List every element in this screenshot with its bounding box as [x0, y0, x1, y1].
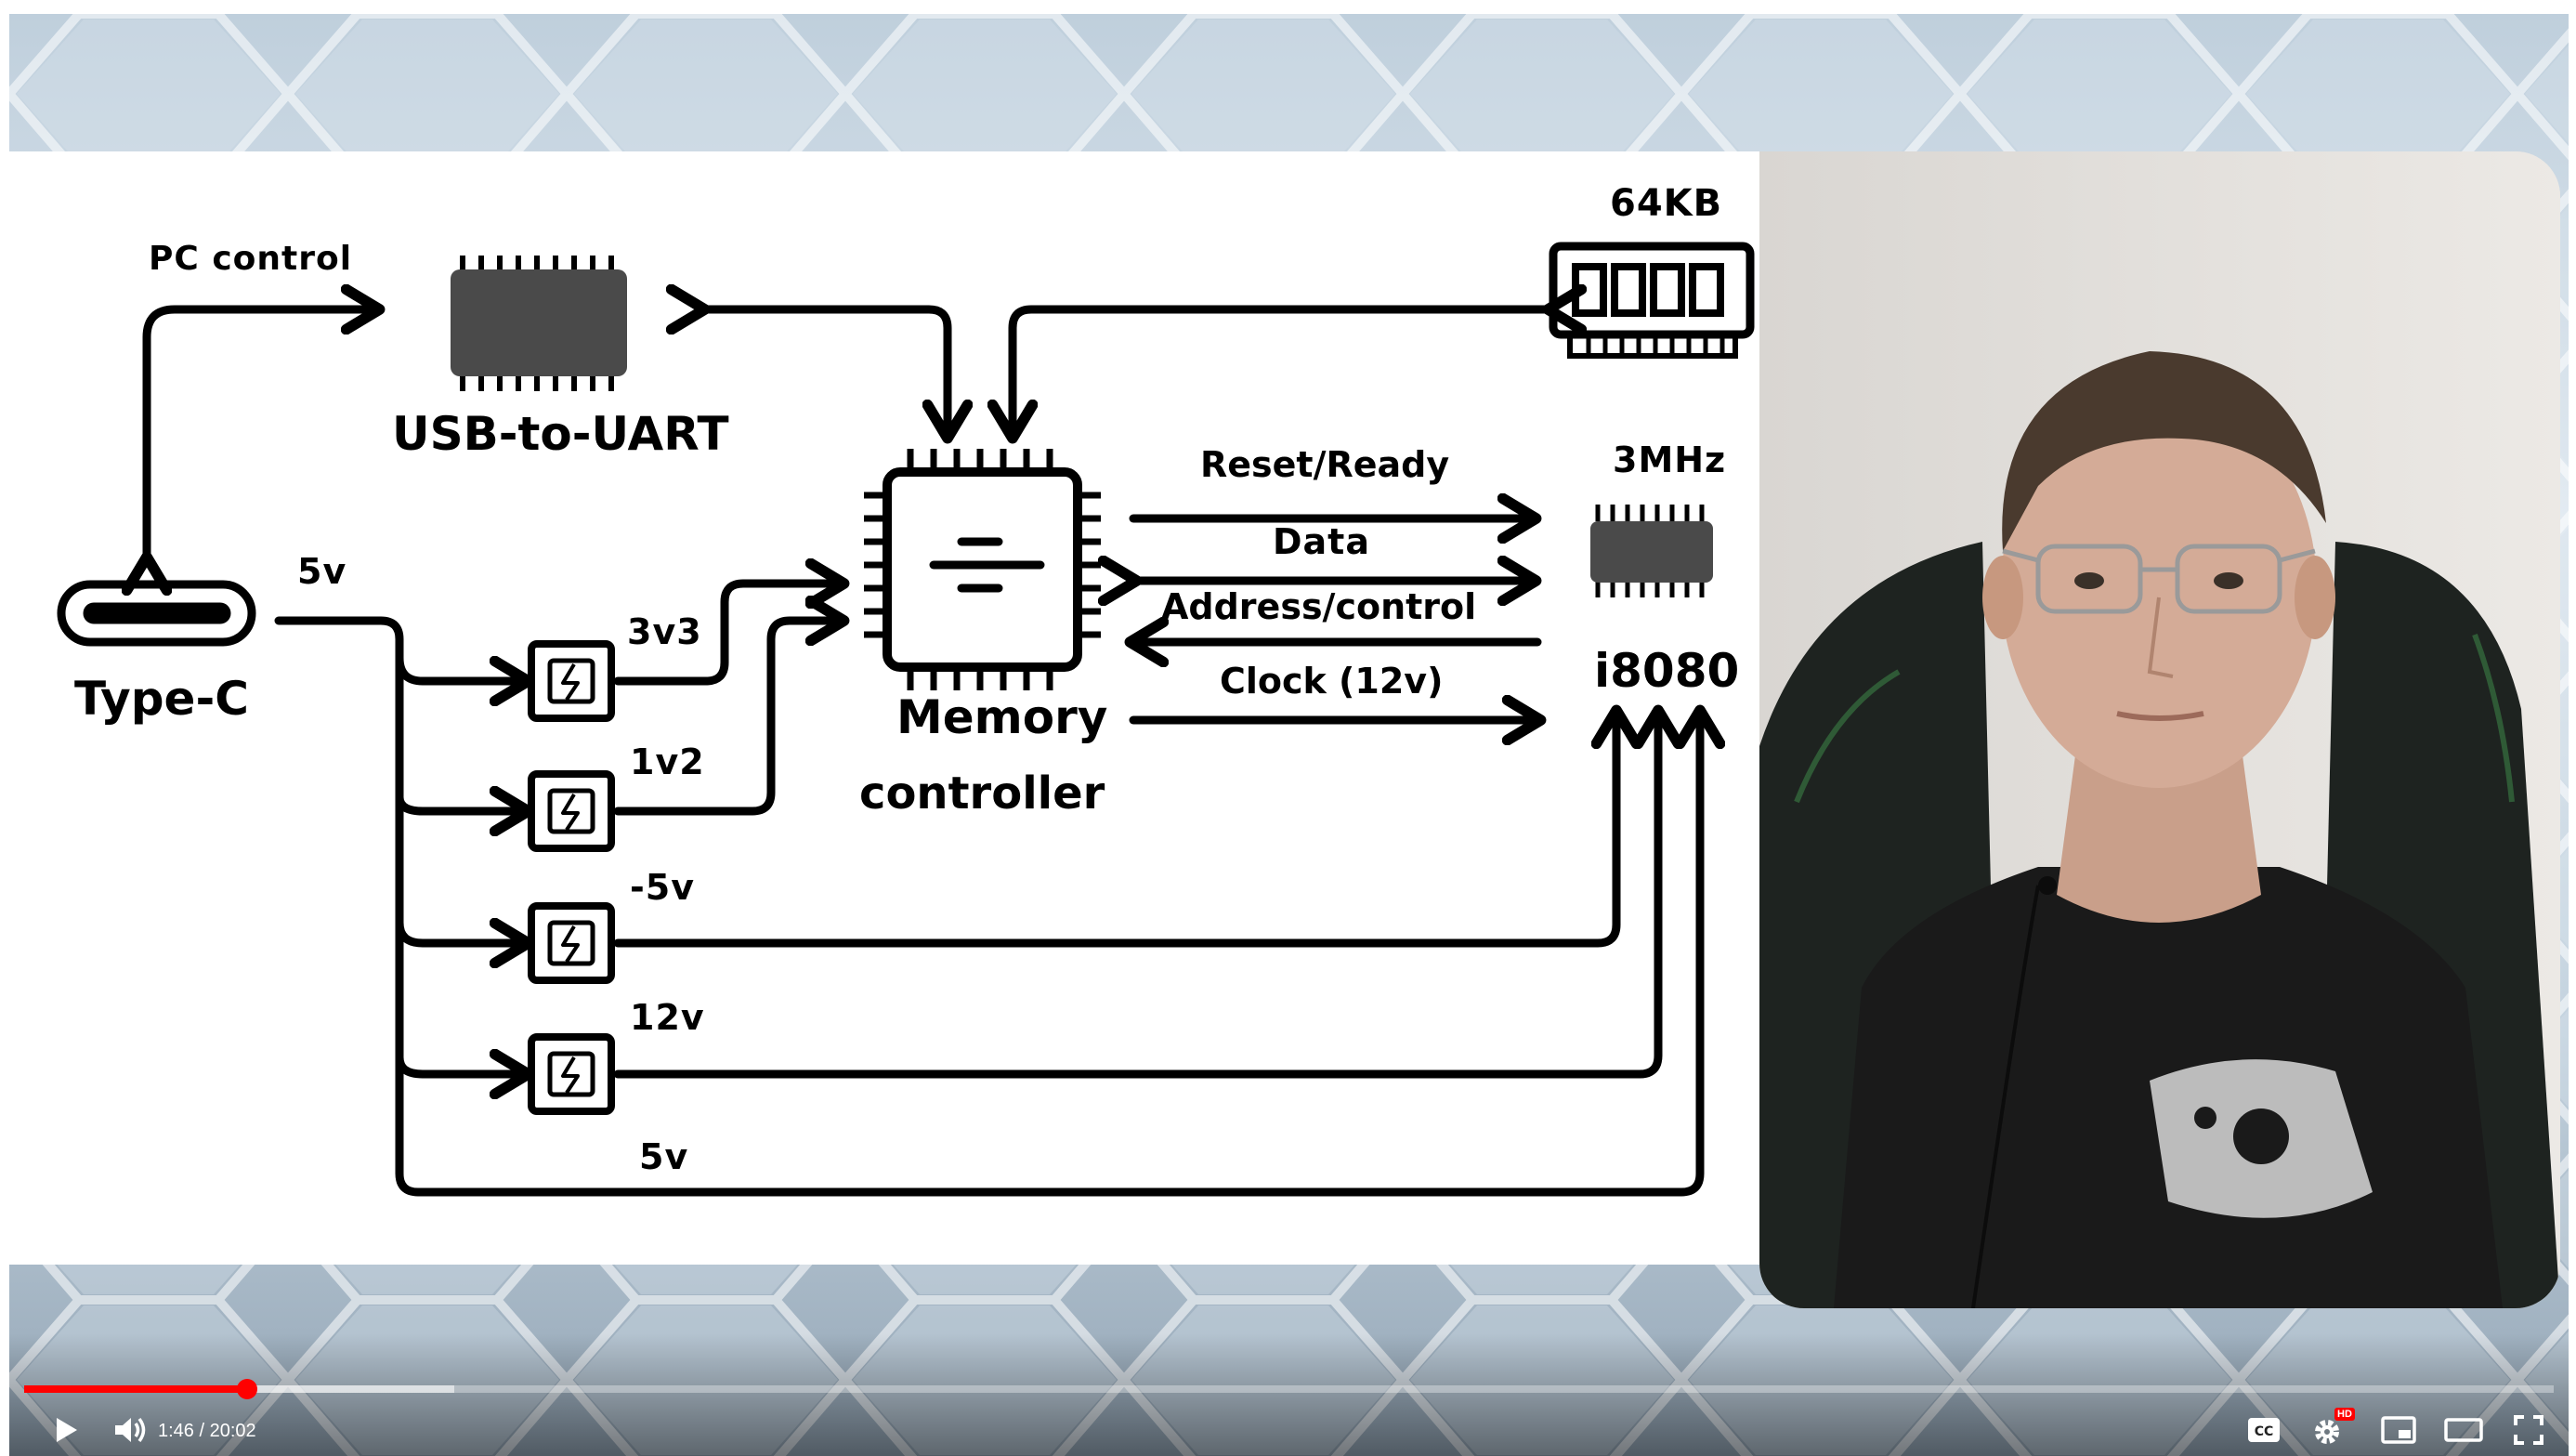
label-usb-uart: USB-to-UART [392, 407, 729, 461]
player-controls: 1:46 / 20:02 CC HD [9, 1333, 2569, 1456]
regulator-icon [528, 770, 615, 852]
settings-button[interactable]: HD [2299, 1406, 2359, 1454]
video-player[interactable]: PC control USB-to-UART Type-C 5v 3v3 1v2… [9, 14, 2569, 1456]
scrubber-handle[interactable] [236, 1379, 257, 1399]
theater-mode-button[interactable] [2434, 1406, 2493, 1454]
time-display: 1:46 / 20:02 [158, 1417, 256, 1445]
label-pc-control: PC control [149, 240, 353, 278]
label-cpu-speed: 3MHz [1613, 439, 1727, 480]
captions-icon: CC [2248, 1418, 2280, 1442]
label-memory-controller-line1: Memory [896, 690, 1108, 744]
miniplayer-button[interactable] [2369, 1406, 2428, 1454]
label-3v3: 3v3 [627, 611, 702, 652]
ram-module [1549, 242, 1755, 359]
fullscreen-button[interactable] [2499, 1406, 2558, 1454]
label-1v2: 1v2 [630, 741, 705, 782]
diagram-board: PC control USB-to-UART Type-C 5v 3v3 1v2… [9, 151, 1759, 1265]
label-memory-controller-line2: controller [859, 767, 1105, 820]
label-5v-rail: 5v [639, 1136, 689, 1177]
label-ram-size: 64KB [1610, 182, 1723, 225]
regulator-icon [528, 640, 615, 722]
label-signal-reset: Reset/Ready [1200, 444, 1450, 485]
label-type-c: Type-C [74, 672, 249, 726]
label-neg5v: -5v [630, 867, 695, 908]
label-signal-address: Address/control [1161, 586, 1477, 627]
regulator-icon [528, 1033, 615, 1115]
miniplayer-icon [2381, 1416, 2416, 1444]
progress-bar[interactable] [24, 1379, 2554, 1399]
label-signal-data: Data [1273, 521, 1370, 562]
duration: 20:02 [209, 1421, 256, 1441]
play-icon [57, 1418, 77, 1442]
label-12v: 12v [630, 997, 705, 1038]
presenter-webcam [1759, 151, 2560, 1308]
hd-badge: HD [2334, 1408, 2355, 1421]
svg-text:CC: CC [2255, 1424, 2274, 1439]
label-signal-clock: Clock (12v) [1220, 661, 1444, 702]
usb-uart-chip [451, 256, 627, 391]
label-5v-input: 5v [297, 551, 347, 592]
cpu-chip [1590, 505, 1713, 597]
label-cpu-name: i8080 [1594, 644, 1740, 698]
captions-button[interactable]: CC [2234, 1406, 2294, 1454]
presenter-figure [1759, 151, 2560, 1308]
play-button[interactable] [35, 1406, 95, 1454]
time-separator: / [193, 1421, 210, 1441]
theater-mode-icon [2444, 1418, 2483, 1442]
played-bar [24, 1385, 247, 1393]
current-time: 1:46 [158, 1421, 194, 1441]
volume-button[interactable] [100, 1406, 160, 1454]
fullscreen-icon [2514, 1415, 2543, 1445]
memory-controller-chip [864, 449, 1101, 690]
regulator-icon [528, 902, 615, 984]
gear-icon [2315, 1420, 2339, 1444]
volume-icon [115, 1417, 146, 1443]
diagram-wires [57, 242, 1755, 1197]
